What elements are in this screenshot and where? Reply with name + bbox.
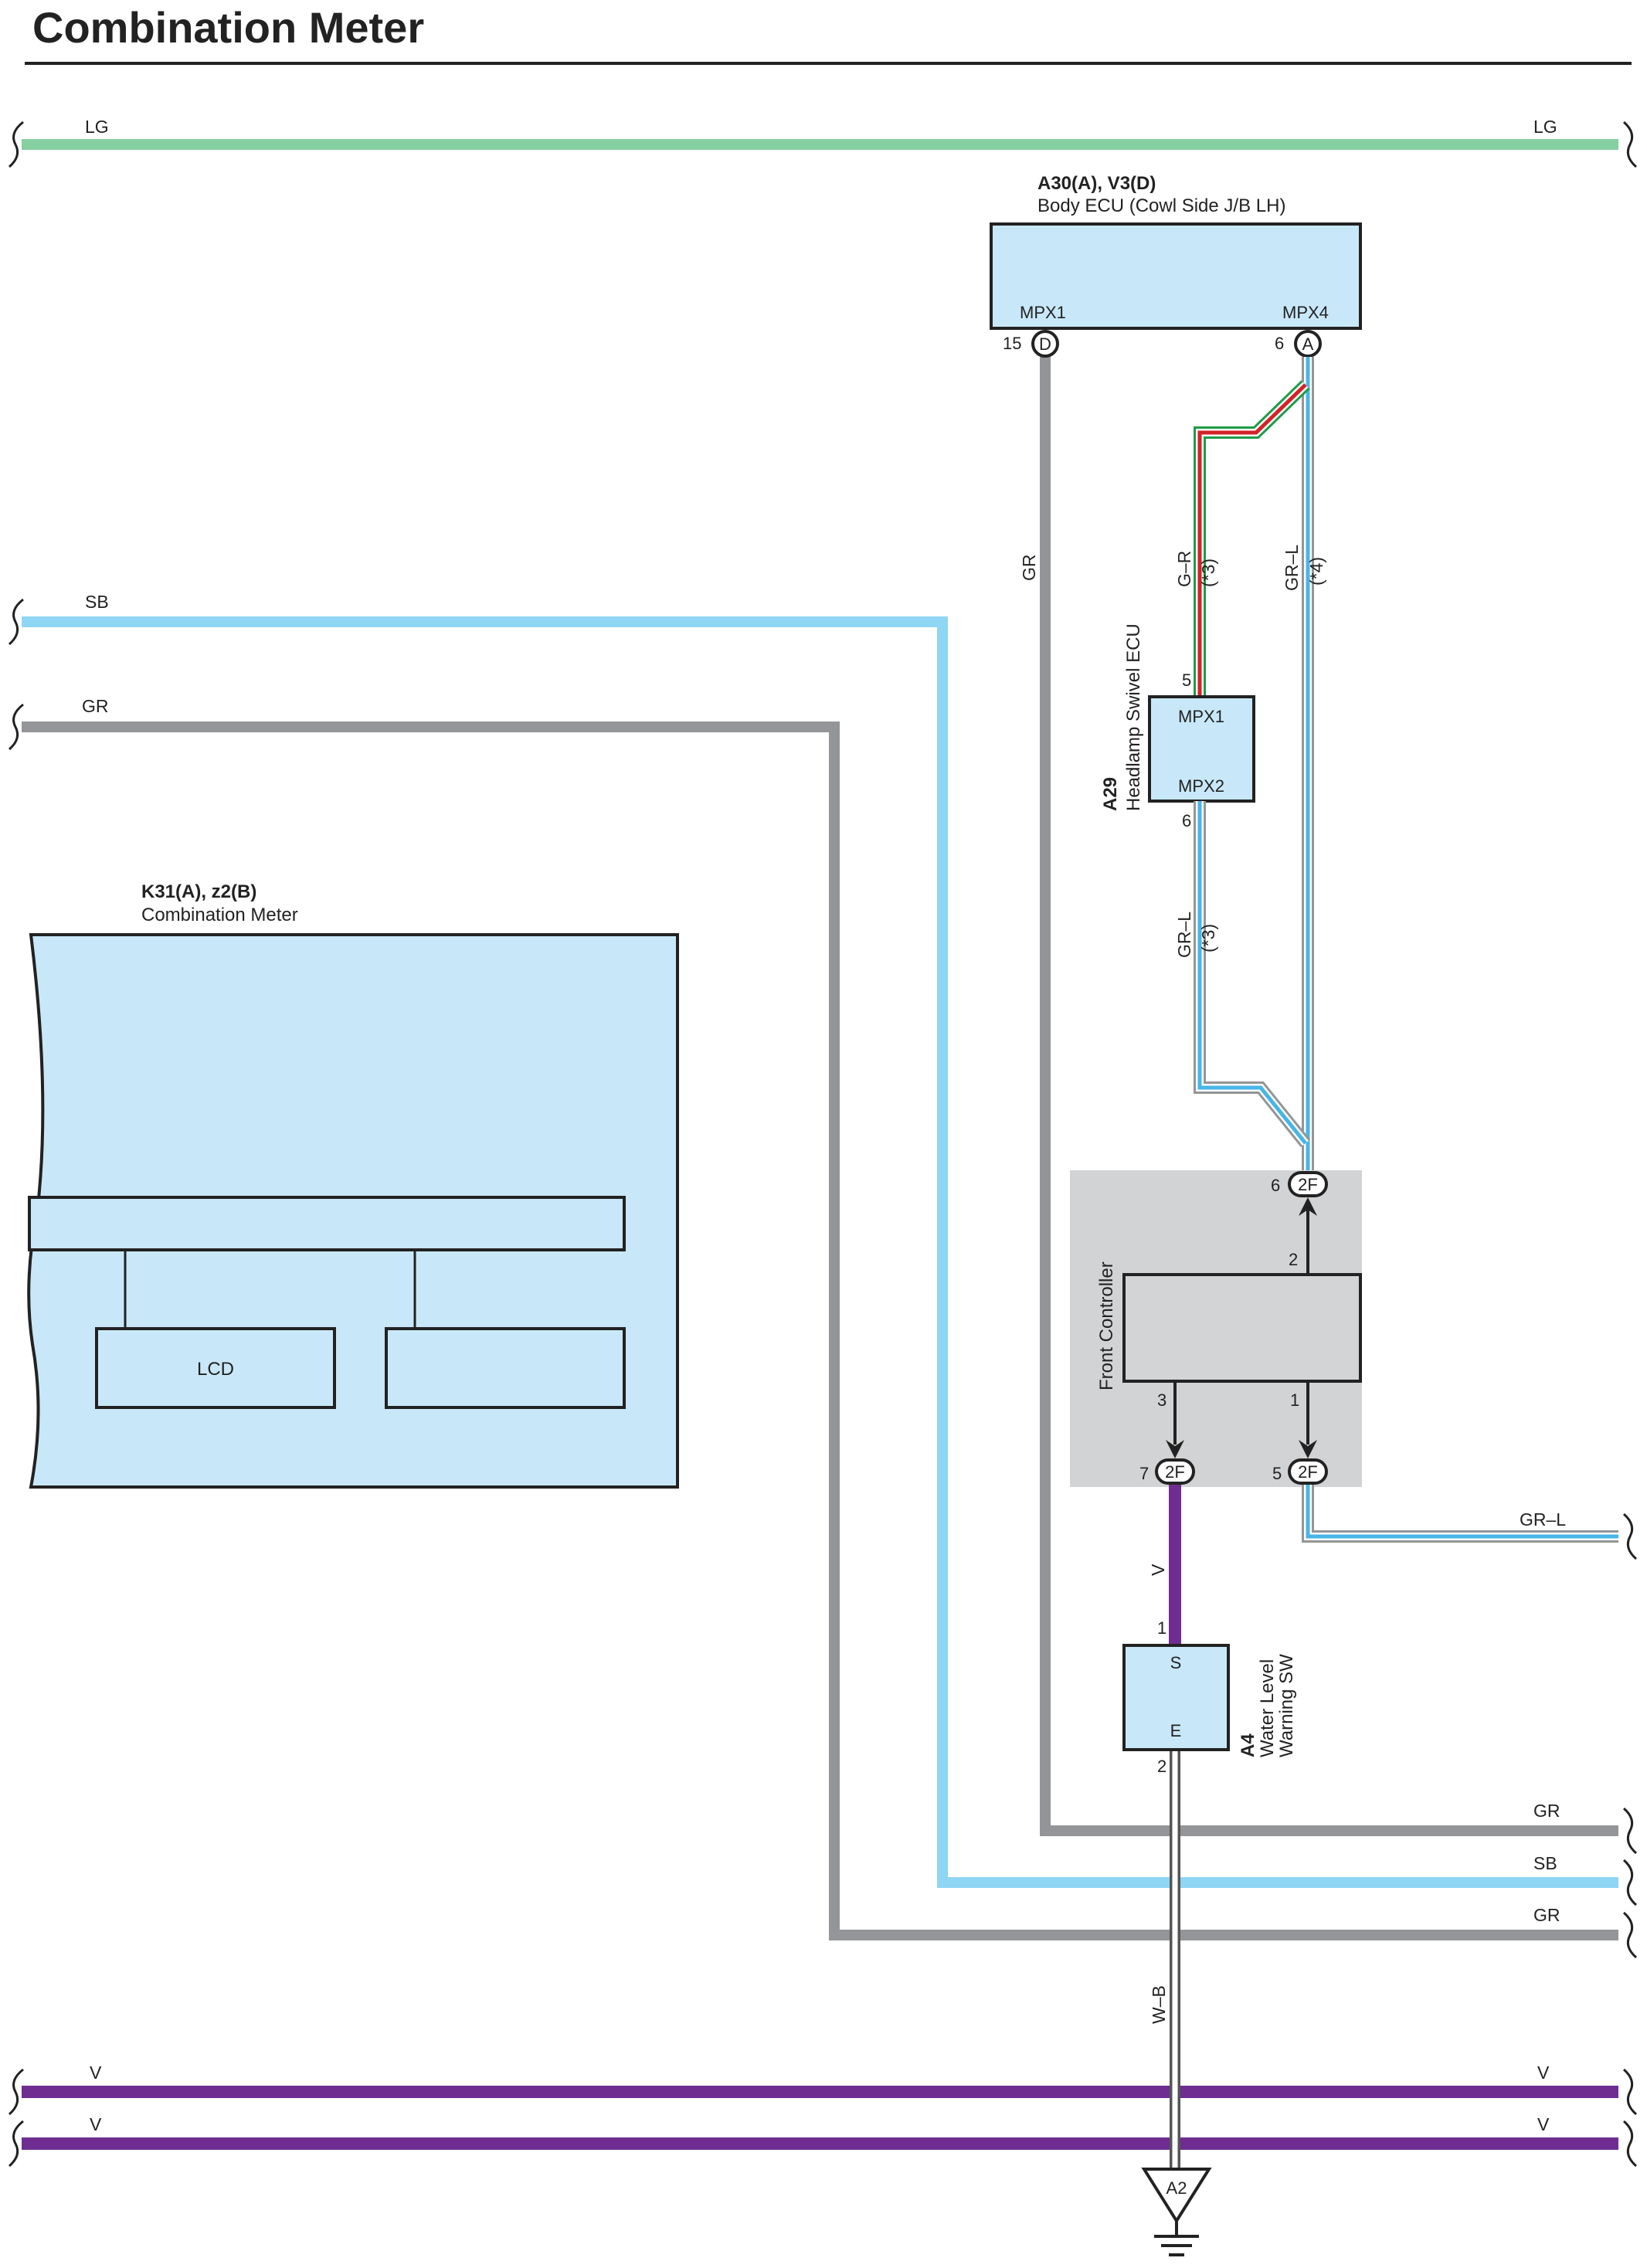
combination-meter-code: K31(A), z2(B) — [141, 881, 256, 902]
gr-l-headlamp-wire — [1194, 801, 1311, 1148]
sb-wire-label-left: SB — [85, 592, 109, 612]
fc-pin-2: 2 — [1289, 1250, 1298, 1269]
ground-a2-label: A2 — [1166, 2178, 1187, 2198]
gr-ecu-label-vertical: GR — [1019, 555, 1039, 582]
connector-a-badge — [1294, 330, 1322, 358]
connector-d-badge — [1031, 330, 1059, 358]
gr-l-upper-note: (*4) — [1306, 557, 1326, 586]
g-r-wire — [1194, 380, 1310, 697]
fc-input-arrow-left — [1166, 1440, 1184, 1458]
break-mark-v1-right — [1622, 2068, 1638, 2116]
front-controller-label: Front Controller — [1096, 1261, 1117, 1390]
break-mark-lg-right — [1622, 121, 1638, 168]
headlamp-ecu-pin-num-6: 6 — [1182, 811, 1191, 830]
gr-upper-label-left: GR — [82, 696, 109, 716]
headlamp-ecu-pin-num-5: 5 — [1182, 671, 1191, 690]
connector-d-label: D — [1039, 334, 1051, 354]
conn-2f-5-badge — [1288, 1458, 1328, 1485]
front-controller-box — [1122, 1273, 1362, 1383]
headlamp-ecu-name: Headlamp Swivel ECU — [1123, 623, 1144, 811]
body-ecu-pin-mpx4: MPX4 — [1282, 303, 1329, 322]
gr-l-out-label: GR–L — [1520, 1509, 1566, 1530]
gr-upper-label-right: GR — [1533, 1905, 1560, 1925]
break-mark-v1-left — [8, 2068, 24, 2116]
water-sw-pin-num-2: 2 — [1157, 1757, 1166, 1776]
headlamp-ecu-code: A29 — [1100, 777, 1121, 811]
body-ecu-box — [990, 222, 1362, 330]
water-sw-name-2: Warning SW — [1276, 1654, 1297, 1757]
headlamp-ecu-pin-mpx2: MPX2 — [1178, 776, 1224, 796]
v-rail-2-label-left: V — [90, 2114, 102, 2134]
lcd-box — [95, 1327, 336, 1409]
sb-wire-label-right: SB — [1533, 1853, 1557, 1873]
water-sw-pin-e: E — [1170, 1721, 1182, 1740]
ground-icon — [1154, 2221, 1199, 2256]
v-rail-2-label-right: V — [1537, 2114, 1550, 2134]
connector-a-label: A — [1302, 334, 1314, 354]
water-sw-pin-s: S — [1170, 1653, 1182, 1672]
gr-ecu-label-right: GR — [1533, 1801, 1560, 1821]
combination-meter-bus — [28, 1196, 626, 1251]
break-mark-sb-left — [8, 598, 24, 646]
body-ecu-pin-num-15: 15 — [1003, 334, 1021, 353]
sb-wire — [22, 616, 1618, 1888]
w-b-label: W–B — [1149, 1985, 1169, 2024]
g-r-note: (*3) — [1198, 559, 1218, 587]
meter-unlabeled-box — [385, 1327, 626, 1409]
body-ecu-pin-num-6: 6 — [1275, 334, 1284, 353]
conn-2f-6-label: 2F — [1298, 1175, 1318, 1194]
water-sw-name-1: Water Level — [1257, 1659, 1278, 1757]
fc-pin-1: 1 — [1290, 1390, 1299, 1410]
lg-rail-label-right: LG — [1533, 117, 1557, 137]
rail-break-marks-left — [8, 121, 24, 2168]
break-mark-sb-right — [1622, 1859, 1638, 1906]
fc-input-arrow-right — [1299, 1440, 1317, 1458]
fc-pin-3: 3 — [1157, 1390, 1166, 1410]
v-rail-1-label-left: V — [90, 2063, 102, 2083]
conn-2f-5-num: 5 — [1272, 1464, 1282, 1483]
gr-l-upper-label: GR–L — [1282, 545, 1302, 591]
v-rail-1-label-right: V — [1537, 2063, 1550, 2083]
break-mark-gr-right — [1622, 1911, 1638, 1959]
break-mark-v2-right — [1622, 2120, 1638, 2168]
page-title: Combination Meter — [32, 3, 424, 52]
water-sw-pin-num-1: 1 — [1157, 1618, 1166, 1638]
lg-rail-label-left: LG — [85, 117, 109, 137]
headlamp-ecu-box — [1148, 695, 1255, 803]
break-mark-v2-left — [8, 2120, 24, 2168]
fc-output-arrow — [1299, 1197, 1317, 1216]
break-mark-gr-left — [8, 703, 24, 751]
ground-a2-triangle — [1141, 2168, 1212, 2224]
conn-2f-6-num: 6 — [1271, 1176, 1280, 1195]
gr-l-lower-label: GR–L — [1174, 912, 1194, 958]
body-ecu-pin-mpx1: MPX1 — [1020, 303, 1066, 322]
conn-2f-7-badge — [1155, 1458, 1195, 1485]
conn-2f-6-badge — [1288, 1171, 1328, 1197]
combination-meter-name: Combination Meter — [141, 905, 298, 925]
body-ecu-code: A30(A), V3(D) — [1037, 173, 1156, 194]
gr-upper-wire — [22, 721, 1618, 1940]
body-ecu-name: Body ECU (Cowl Side J/B LH) — [1037, 195, 1285, 216]
g-r-label: G–R — [1174, 551, 1194, 587]
conn-2f-7-label: 2F — [1165, 1462, 1185, 1482]
conn-2f-7-num: 7 — [1139, 1464, 1149, 1483]
gr-l-lower-note: (*3) — [1198, 924, 1218, 952]
headlamp-ecu-pin-mpx1: MPX1 — [1178, 707, 1224, 726]
break-mark-gr-l-right — [1622, 1513, 1638, 1560]
rail-break-marks-right — [1622, 121, 1638, 2168]
water-level-sw-box — [1122, 1644, 1230, 1751]
gr-ecu-wire — [1040, 351, 1618, 1836]
conn-2f-5-label: 2F — [1298, 1462, 1318, 1482]
gr-l-out-wire — [1302, 1483, 1618, 1543]
break-mark-lg-left — [8, 121, 24, 168]
lcd-label: LCD — [197, 1359, 234, 1380]
break-mark-gr-ecu-right — [1622, 1807, 1638, 1855]
v-vertical-label: V — [1148, 1563, 1168, 1576]
water-sw-code: A4 — [1238, 1733, 1258, 1757]
